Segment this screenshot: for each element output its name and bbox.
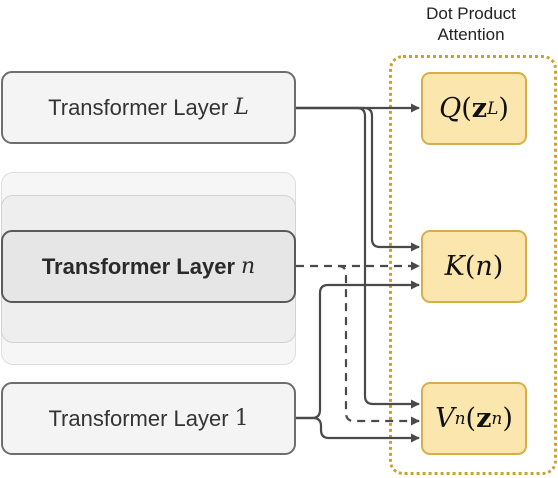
arrow-layer-bottom-to-key <box>296 280 420 420</box>
layer-middle-index: n <box>241 254 256 279</box>
query-func: Q <box>439 93 462 124</box>
attention-title-line2: Attention <box>437 25 505 44</box>
layer-middle-label: Transformer Layer <box>41 253 236 279</box>
query-arg: z <box>471 93 488 124</box>
layer-top-index: L <box>234 95 249 120</box>
arrow-layer-bottom-to-value <box>296 416 420 443</box>
layer-top-label: Transformer Layer <box>48 94 229 120</box>
layer-bottom-index: 1 <box>234 406 249 431</box>
value-func: V <box>435 403 455 434</box>
arrow-layer-middle-to-value <box>337 264 420 426</box>
attention-frame <box>389 55 557 475</box>
key-box: K(n) <box>421 230 527 303</box>
attention-title: Dot Product Attention <box>396 3 546 45</box>
layer-bottom-label: Transformer Layer <box>48 405 229 431</box>
arrow-layer-top-to-key <box>296 106 420 252</box>
key-arg: n <box>475 251 493 282</box>
key-func: K <box>444 251 465 282</box>
arrow-layer-top-to-value <box>296 106 420 409</box>
attention-title-line1: Dot Product <box>426 4 516 23</box>
value-arg: z <box>476 403 492 434</box>
